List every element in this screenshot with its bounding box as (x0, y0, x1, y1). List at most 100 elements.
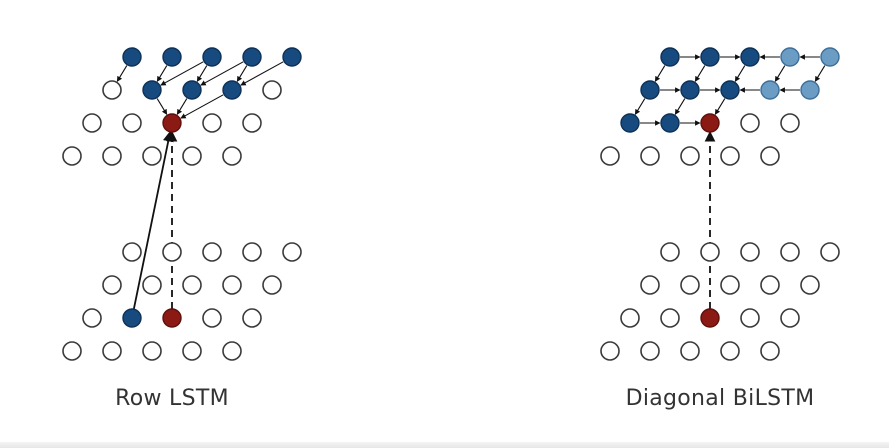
row-lstm-arrow-r0c4-r1c3 (240, 61, 284, 86)
row-lstm-top-node-r0-c1 (162, 47, 182, 67)
row-lstm-top-node-r3-c0 (62, 146, 82, 166)
row-lstm-top-node-r3-c2 (142, 146, 162, 166)
diagonal-bilstm-bottom-node-r3-c4 (760, 341, 780, 361)
row-lstm-bottom-node-r0-c2 (202, 242, 222, 262)
row-lstm-bottom-node-r3-c1 (102, 341, 122, 361)
row-lstm-top-node-r1-c4 (262, 80, 282, 100)
diagonal-bilstm-bottom-node-r3-c3 (720, 341, 740, 361)
row-lstm-bottom-node-r1-c2 (182, 275, 202, 295)
row-lstm-solid-long-arrow (132, 130, 174, 310)
row-lstm-arrow-r0c3-r1c2 (200, 61, 244, 86)
bilstm-arrow-r0c3-r1c3 (774, 65, 786, 82)
row-lstm-top-node-r3-c3 (182, 146, 202, 166)
diagonal-bilstm-top-current-pixel (700, 113, 720, 133)
diagonal-bilstm-bottom-node-r2-c3 (740, 308, 760, 328)
row-lstm-top-node-r0-c2 (202, 47, 222, 67)
diagonal-bilstm-top-node-r0-c4 (820, 47, 840, 67)
row-lstm-top-node-r1-c2 (182, 80, 202, 100)
row-lstm-bottom-node-r3-c0 (62, 341, 82, 361)
diagonal-bilstm-top-node-r3-c3 (720, 146, 740, 166)
diagonal-bilstm-top-node-r0-c0 (660, 47, 680, 67)
diagonal-bilstm-top-node-r1-c2 (720, 80, 740, 100)
row-lstm-bottom-node-r0-c3 (242, 242, 262, 262)
row-lstm-bottom-node-r1-c4 (262, 275, 282, 295)
row-lstm-top-node-r2-c0 (82, 113, 102, 133)
row-lstm-bottom-current-pixel (162, 308, 182, 328)
bilstm-arrow-r0c1-r1c1 (694, 65, 706, 82)
bilstm-arrow-r1c1-r2c1 (674, 98, 686, 115)
diagonal-bilstm-bottom-node-r1-c0 (640, 275, 660, 295)
diagonal-bilstm-bottom-node-r1-c1 (680, 275, 700, 295)
diagonal-bilstm-bottom-node-r2-c0 (620, 308, 640, 328)
diagonal-bilstm-top-node-r0-c2 (740, 47, 760, 67)
bilstm-arrow-r1c0-r2c0 (634, 98, 646, 115)
diagonal-bilstm-bottom-current-pixel (700, 308, 720, 328)
row-lstm-bottom-node-r1-c0 (102, 275, 122, 295)
diagonal-bilstm-bottom-node-r1-c2 (720, 275, 740, 295)
row-lstm-arrow-r0c2-down (196, 65, 208, 82)
bilstm-arrow-r0c2-r1c2 (734, 65, 746, 82)
diagonal-bilstm-top-node-r0-c1 (700, 47, 720, 67)
row-lstm-bottom-node-r2-c3 (202, 308, 222, 328)
row-lstm-top-node-r2-c3 (202, 113, 222, 133)
row-lstm-top-node-r0-c4 (282, 47, 302, 67)
bilstm-arrow-r0c4-r1c4 (814, 65, 826, 82)
row-lstm-top-node-r1-c3 (222, 80, 242, 100)
row-lstm-top-node-r3-c1 (102, 146, 122, 166)
diagonal-bilstm-top-node-r3-c1 (640, 146, 660, 166)
row-lstm-arrow-r1c1-current (156, 98, 168, 115)
bilstm-arrow-r1c2-current (714, 98, 726, 115)
row-lstm-top-node-r3-c4 (222, 146, 242, 166)
row-lstm-arrow-r0c0-down (116, 65, 128, 82)
row-lstm-bottom-node-r2-c4 (242, 308, 262, 328)
diagonal-bilstm-top-node-r1-c1 (680, 80, 700, 100)
diagonal-bilstm-bottom-node-r3-c1 (640, 341, 660, 361)
diagonal-bilstm-bottom-node-r0-c3 (780, 242, 800, 262)
diagonal-bilstm-top-node-r2-c4 (780, 113, 800, 133)
row-lstm-top-node-r2-c1 (122, 113, 142, 133)
diagonal-bilstm-bottom-node-r0-c2 (740, 242, 760, 262)
diagonal-bilstm-caption: Diagonal BiLSTM (625, 386, 815, 411)
row-lstm-top-node-r1-c1 (142, 80, 162, 100)
diagonal-bilstm-top-node-r1-c3 (760, 80, 780, 100)
row-lstm-caption: Row LSTM (115, 386, 229, 411)
bilstm-arrow-r0c0-r1c0 (654, 65, 666, 82)
diagonal-bilstm-bottom-node-r2-c4 (780, 308, 800, 328)
row-lstm-bottom-node-r3-c4 (222, 341, 242, 361)
diagonal-bilstm-bottom-node-r0-c1 (700, 242, 720, 262)
row-lstm-top-node-r1-c0 (102, 80, 122, 100)
diagonal-bilstm-top-node-r0-c3 (780, 47, 800, 67)
diagonal-bilstm-top-node-r2-c3 (740, 113, 760, 133)
row-lstm-bottom-node-r2-c1 (122, 308, 142, 328)
diagonal-bilstm-top-node-r3-c4 (760, 146, 780, 166)
diagonal-bilstm-bottom-node-r0-c0 (660, 242, 680, 262)
diagonal-bilstm-top-node-r3-c0 (600, 146, 620, 166)
row-lstm-arrow-r1c2-current (176, 98, 188, 115)
row-lstm-bottom-node-r1-c1 (142, 275, 162, 295)
row-lstm-top-current-pixel (162, 113, 182, 133)
row-lstm-bottom-node-r1-c3 (222, 275, 242, 295)
row-lstm-arrow-r0c3-down (236, 65, 248, 82)
row-lstm-arrow-r1c3-current (180, 94, 224, 119)
row-lstm-bottom-node-r0-c4 (282, 242, 302, 262)
diagonal-bilstm-top-node-r2-c1 (660, 113, 680, 133)
row-lstm-top-node-r0-c0 (122, 47, 142, 67)
diagonal-bilstm-top-node-r3-c2 (680, 146, 700, 166)
row-lstm-top-node-r0-c3 (242, 47, 262, 67)
diagonal-bilstm-bottom-node-r2-c1 (660, 308, 680, 328)
row-lstm-bottom-node-r0-c1 (162, 242, 182, 262)
row-lstm-bottom-node-r0-c0 (122, 242, 142, 262)
row-lstm-bottom-node-r3-c2 (142, 341, 162, 361)
bottom-bar (0, 442, 889, 448)
diagonal-bilstm-bottom-node-r3-c2 (680, 341, 700, 361)
row-lstm-bottom-node-r2-c0 (82, 308, 102, 328)
diagonal-bilstm-top-node-r2-c0 (620, 113, 640, 133)
diagonal-bilstm-bottom-node-r3-c0 (600, 341, 620, 361)
diagonal-bilstm-bottom-node-r0-c4 (820, 242, 840, 262)
diagonal-bilstm-bottom-node-r1-c4 (800, 275, 820, 295)
row-lstm-arrow-r0c1-down (156, 65, 168, 82)
diagonal-bilstm-bottom-node-r1-c3 (760, 275, 780, 295)
row-lstm-top-node-r2-c4 (242, 113, 262, 133)
